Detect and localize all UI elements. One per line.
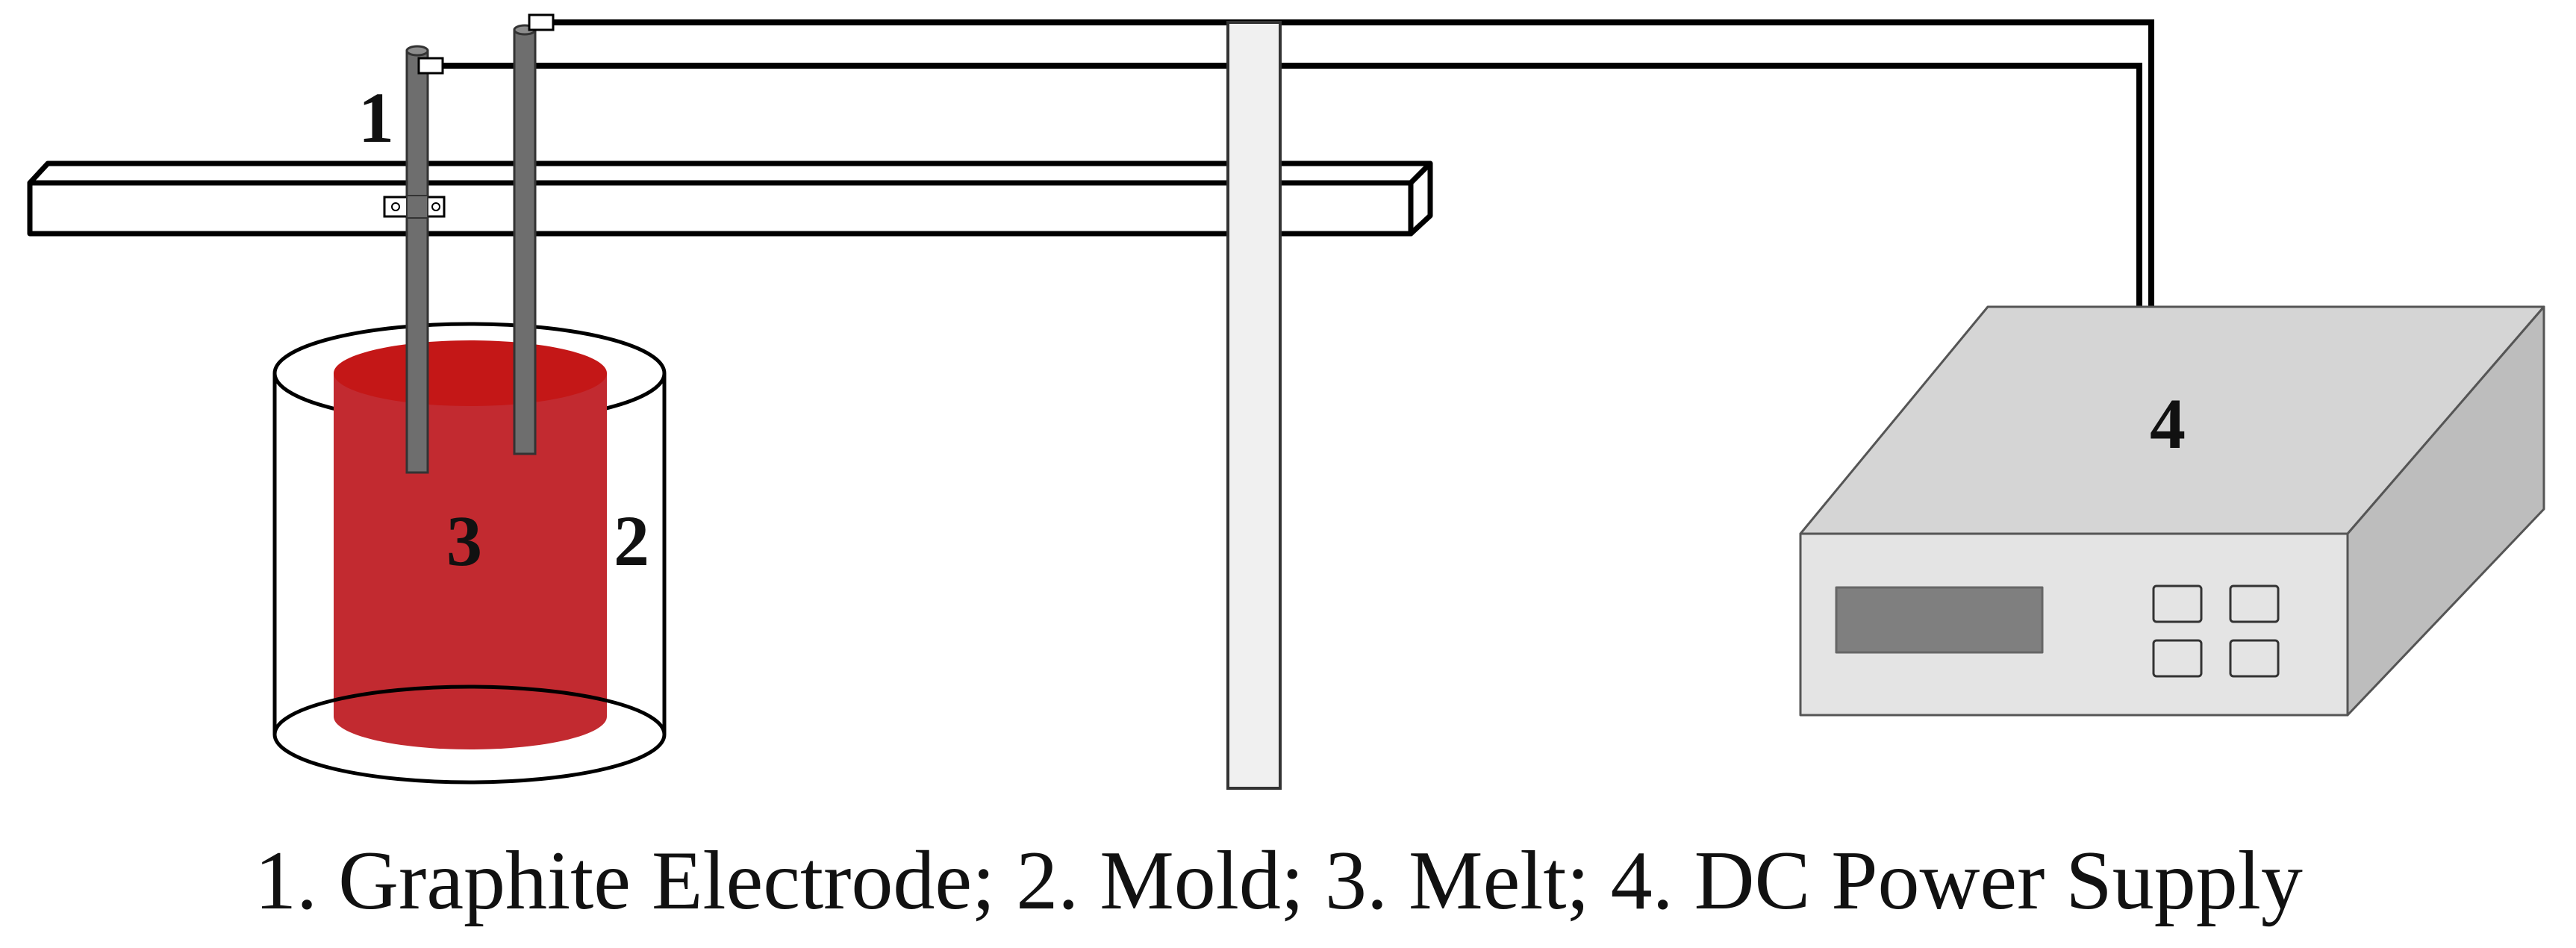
melt-body [334,373,607,717]
support-beam [27,160,1433,237]
power-supply-keypad [2152,584,2280,678]
mold [272,322,667,785]
label-melt: 3 [446,501,482,581]
figure-caption: 1. Graphite Electrode; 2. Mold; 3. Melt;… [255,835,2303,927]
beam-top-face [27,160,1433,186]
label-power-supply: 4 [2150,384,2186,464]
electrode-left-cap [405,45,429,57]
vertical-post [1226,21,1282,790]
power-supply-display [1835,586,2044,654]
melt-bottom [334,684,607,749]
connector-right [528,13,555,31]
melt [334,340,607,749]
label-electrode: 1 [358,78,394,158]
keypad-button [2152,584,2203,623]
keypad-button [2229,639,2280,678]
wire-inner [442,63,2142,314]
electrode-left [405,49,429,474]
keypad-button [2229,584,2280,623]
melt-top [334,340,607,406]
electrode-clamp [383,195,446,219]
wires [442,19,2154,314]
electrode-right [513,28,537,455]
graphite-electrodes [383,13,555,474]
connector-left [417,57,444,75]
mold-bottom-rim [272,685,667,785]
label-mold: 2 [614,501,649,581]
beam-front-face [27,180,1414,237]
keypad-button [2152,639,2203,678]
wire-outer [551,19,2154,314]
dc-power-supply [1799,305,2545,717]
